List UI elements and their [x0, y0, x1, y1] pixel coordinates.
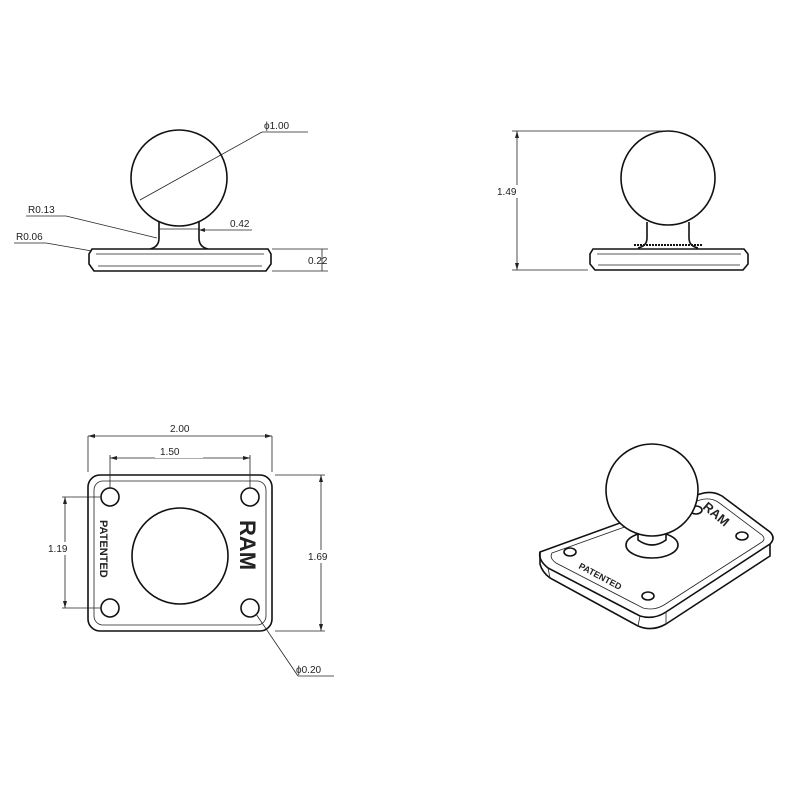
front-view: ϕ1.00 R0.13 R0.06 0.42 0.22 [14, 121, 328, 272]
height-label: 1.49 [497, 187, 517, 198]
iso-plate-edges [547, 567, 667, 627]
hole-top-right [240, 487, 260, 507]
iso-ball [605, 443, 699, 537]
top-embossed-ram: RAM [235, 520, 260, 570]
ball-diameter-leader [139, 131, 263, 201]
depth-arrow-bottom [319, 624, 323, 631]
iso-hole-right [735, 531, 749, 541]
height-arrow-top [515, 131, 519, 138]
depth-label: 1.69 [308, 552, 328, 563]
side-ball [620, 130, 716, 226]
hole-bottom-left [100, 598, 120, 618]
width-arrow-right [265, 434, 272, 438]
top-embossed-patented: PATENTED [97, 520, 109, 578]
iso-plate-chamfer [550, 498, 765, 610]
base-radius-leader [45, 242, 93, 252]
hole-y-label: 1.19 [48, 544, 68, 555]
iso-hole-front [641, 591, 655, 601]
base-thickness-label: 0.22 [308, 256, 328, 267]
side-view: 1.49 [496, 130, 749, 271]
hole-bottom-right [240, 598, 260, 618]
width-arrow-left [88, 434, 95, 438]
hole-y-arrow-top [63, 497, 67, 504]
neck-width-label: 0.42 [230, 219, 250, 230]
front-base [88, 248, 272, 272]
iso-hole-left [563, 547, 577, 557]
hole-diameter-label: ϕ0.20 [296, 665, 322, 676]
height-arrow-bottom [515, 263, 519, 270]
hole-x-label: 1.50 [160, 447, 180, 458]
hole-x-arrow-left [110, 456, 117, 460]
base-radius-label: R0.06 [16, 232, 43, 243]
ball-diameter-label: ϕ1.00 [264, 121, 290, 132]
ball-radius-label: R0.13 [28, 205, 55, 216]
width-label: 2.00 [170, 424, 190, 435]
top-plate-chamfer [93, 480, 267, 626]
ball-radius-leader [65, 215, 158, 239]
neck-width-arrow [199, 228, 205, 232]
depth-arrow-top [319, 475, 323, 482]
hole-x-arrow-right [243, 456, 250, 460]
top-center-boss [131, 507, 229, 605]
hole-top-left [100, 487, 120, 507]
depth-label-bg [306, 550, 336, 563]
iso-view: PATENTED RAM [538, 443, 774, 630]
hole-y-arrow-bottom [63, 601, 67, 608]
side-neck [637, 222, 699, 249]
top-view: PATENTED RAM 2.00 1.50 1.19 1.69 [44, 424, 336, 677]
hole-diameter-leader [255, 613, 299, 677]
hole-x-label-bg [155, 445, 203, 458]
side-base [589, 248, 749, 271]
hole-y-label-bg [44, 542, 86, 555]
height-label-bg [496, 185, 536, 198]
